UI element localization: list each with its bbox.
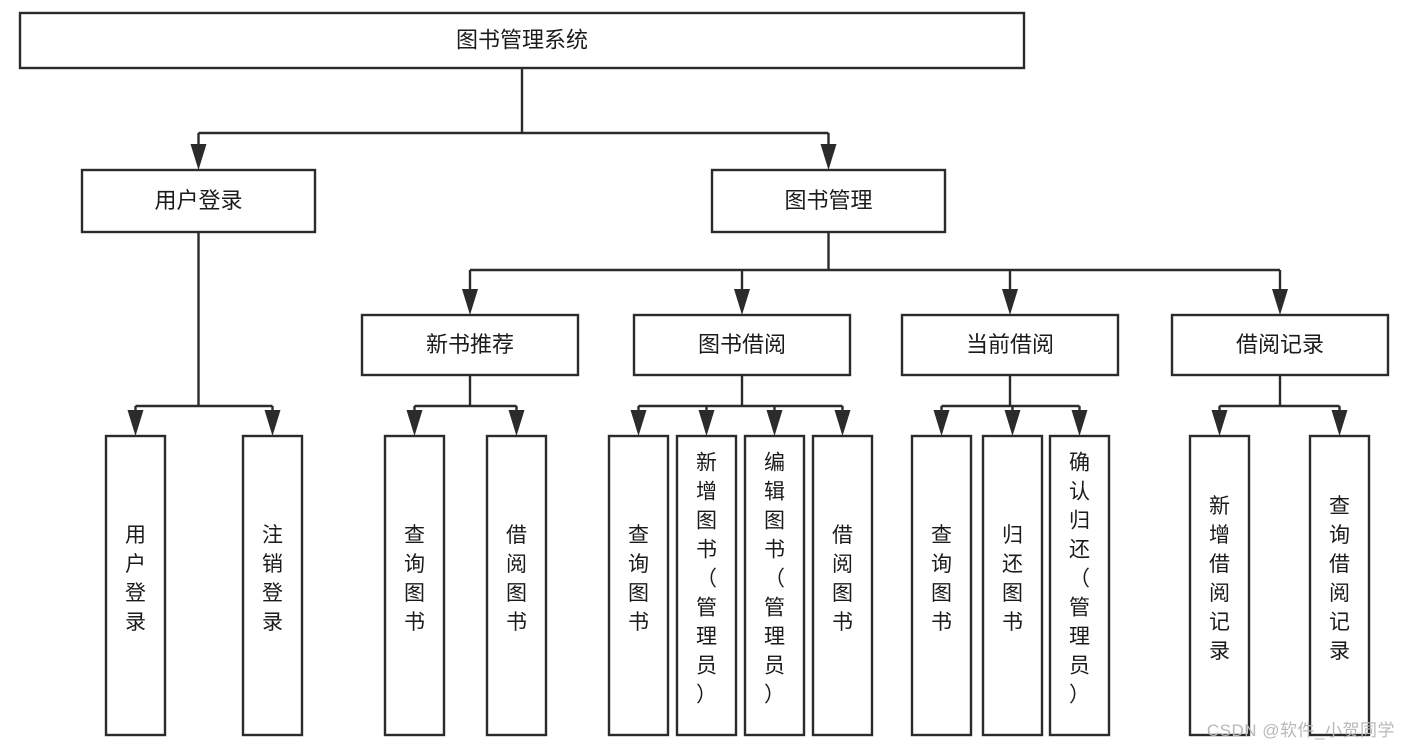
arrow-head-icon-current-borrow: [1002, 289, 1018, 315]
node-borrow-query-book[interactable]: 查询图书: [607, 434, 670, 737]
node-label-user-logout: 注销登录: [262, 524, 283, 634]
arrow-head-icon-borrow-lend-book: [834, 410, 851, 436]
arrow-head-icon-user-login: [190, 144, 207, 170]
node-box-new-book-recommend[interactable]: [360, 313, 580, 377]
node-box-root[interactable]: [18, 11, 1026, 70]
node-box-user-logout[interactable]: [241, 434, 304, 737]
node-label-borrow-lend-book: 借阅图书: [832, 524, 853, 634]
node-user-logout[interactable]: 注销登录: [241, 434, 304, 737]
node-borrow-record[interactable]: 借阅记录: [1170, 313, 1390, 377]
arrow-head-icon-user-logout: [264, 410, 281, 436]
node-recommend-query-book[interactable]: 查询图书: [383, 434, 446, 737]
node-label-borrow-query-book: 查询图书: [628, 524, 649, 634]
node-box-borrow-add-book[interactable]: [675, 434, 738, 737]
connector-layer: [127, 68, 1348, 436]
node-label-root: 图书管理系统: [456, 27, 588, 52]
arrow-head-icon-recommend-query-book: [406, 410, 423, 436]
node-label-borrow-add-book: 新增图书（管理员）: [696, 452, 717, 707]
node-current-confirm-return[interactable]: 确认归还（管理员）: [1048, 434, 1111, 737]
arrow-head-icon-book-borrow: [734, 289, 750, 315]
arrow-head-icon-recommend-borrow-book: [508, 410, 525, 436]
node-box-current-confirm-return[interactable]: [1048, 434, 1111, 737]
node-label-current-return-book: 归还图书: [1002, 524, 1023, 634]
watermark-label: CSDN @软件_小贺同学: [1206, 721, 1395, 740]
node-user-login[interactable]: 用户登录: [80, 168, 317, 234]
node-label-current-query-book: 查询图书: [931, 524, 952, 634]
arrow-head-icon-borrow-query-book: [630, 410, 647, 436]
node-label-current-confirm-return: 确认归还（管理员）: [1069, 452, 1090, 707]
node-label-recommend-borrow-book: 借阅图书: [506, 524, 527, 634]
arrow-head-icon-user-login-do: [127, 410, 144, 436]
node-label-current-borrow: 当前借阅: [966, 332, 1054, 357]
arrow-head-icon-borrow-edit-book: [766, 410, 783, 436]
node-box-user-login-do[interactable]: [104, 434, 167, 737]
arrow-head-icon-new-book-recommend: [462, 289, 478, 315]
node-current-query-book[interactable]: 查询图书: [910, 434, 973, 737]
node-box-book-borrow[interactable]: [632, 313, 852, 377]
node-label-record-query: 查询借阅记录: [1329, 495, 1350, 663]
node-label-book-borrow: 图书借阅: [698, 332, 786, 357]
node-box-recommend-borrow-book[interactable]: [485, 434, 548, 737]
node-label-book-management: 图书管理: [784, 188, 872, 213]
arrow-head-icon-current-return-book: [1004, 410, 1021, 436]
node-box-current-query-book[interactable]: [910, 434, 973, 737]
node-label-new-book-recommend: 新书推荐: [426, 332, 514, 357]
node-box-borrow-query-book[interactable]: [607, 434, 670, 737]
node-box-record-query[interactable]: [1308, 434, 1371, 737]
arrow-head-icon-record-query: [1331, 410, 1348, 436]
arrow-head-icon-record-add: [1211, 410, 1228, 436]
node-box-record-add[interactable]: [1188, 434, 1251, 737]
node-record-add[interactable]: 新增借阅记录: [1188, 434, 1251, 737]
node-box-recommend-query-book[interactable]: [383, 434, 446, 737]
node-box-current-return-book[interactable]: [981, 434, 1044, 737]
node-borrow-add-book[interactable]: 新增图书（管理员）: [675, 434, 738, 737]
node-user-login-do[interactable]: 用户登录: [104, 434, 167, 737]
node-box-user-login[interactable]: [80, 168, 317, 234]
node-record-query[interactable]: 查询借阅记录: [1308, 434, 1371, 737]
node-box-current-borrow[interactable]: [900, 313, 1120, 377]
node-label-user-login-do: 用户登录: [125, 524, 146, 634]
node-book-management[interactable]: 图书管理: [710, 168, 947, 234]
node-book-borrow[interactable]: 图书借阅: [632, 313, 852, 377]
node-borrow-lend-book[interactable]: 借阅图书: [811, 434, 874, 737]
node-box-borrow-record[interactable]: [1170, 313, 1390, 377]
node-box-book-management[interactable]: [710, 168, 947, 234]
arrow-head-icon-current-confirm-return: [1071, 410, 1088, 436]
arrow-head-icon-borrow-add-book: [698, 410, 715, 436]
node-box-borrow-edit-book[interactable]: [743, 434, 806, 737]
node-label-recommend-query-book: 查询图书: [404, 524, 425, 634]
arrow-head-icon-borrow-record: [1272, 289, 1288, 315]
node-recommend-borrow-book[interactable]: 借阅图书: [485, 434, 548, 737]
node-layer: 图书管理系统用户登录用户登录注销登录图书管理新书推荐查询图书借阅图书图书借阅查询…: [18, 11, 1390, 737]
arrow-head-icon-current-query-book: [933, 410, 950, 436]
node-current-borrow[interactable]: 当前借阅: [900, 313, 1120, 377]
node-new-book-recommend[interactable]: 新书推荐: [360, 313, 580, 377]
node-label-user-login: 用户登录: [154, 188, 242, 213]
node-box-borrow-lend-book[interactable]: [811, 434, 874, 737]
node-current-return-book[interactable]: 归还图书: [981, 434, 1044, 737]
node-borrow-edit-book[interactable]: 编辑图书（管理员）: [743, 434, 806, 737]
node-label-borrow-record: 借阅记录: [1236, 332, 1324, 357]
node-label-borrow-edit-book: 编辑图书（管理员）: [764, 452, 785, 707]
node-root[interactable]: 图书管理系统: [18, 11, 1026, 70]
arrow-head-icon-book-management: [820, 144, 837, 170]
node-label-record-add: 新增借阅记录: [1209, 495, 1230, 663]
